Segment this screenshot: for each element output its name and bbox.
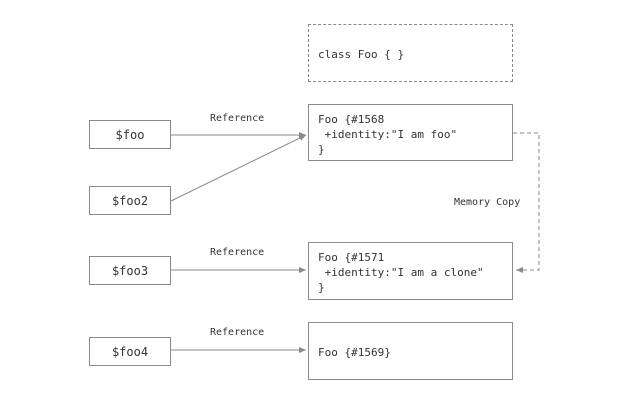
variable-foo2-label: $foo2 <box>111 194 149 208</box>
variable-foo-label: $foo <box>115 128 145 142</box>
variable-foo2-box: $foo2 <box>89 186 171 215</box>
class-foo-text: class Foo { } <box>318 48 405 61</box>
variable-foo3-label: $foo3 <box>111 264 149 278</box>
object-foo-1569-box: Foo {#1569} <box>308 322 513 380</box>
object-foo-1571-header: Foo {#1571 <box>318 251 385 264</box>
memory-copy-arrow <box>513 132 540 273</box>
reference-label-foo: Reference <box>210 113 265 124</box>
reference-label-foo3: Reference <box>210 247 265 258</box>
object-foo-1569-header: Foo {#1569} <box>318 346 391 359</box>
variable-foo-box: $foo <box>89 120 171 149</box>
reference-label-foo4: Reference <box>210 327 265 338</box>
variable-foo4-label: $foo4 <box>111 345 149 359</box>
variable-foo4-box: $foo4 <box>89 337 171 366</box>
memory-copy-label: Memory Copy <box>454 197 521 208</box>
object-foo-1568-property: +identity:"I am foo" <box>318 128 458 141</box>
object-foo-1571-close: } <box>318 281 325 294</box>
object-foo-1568-box: Foo {#1568 +identity:"I am foo" } <box>308 104 513 161</box>
object-foo-1571-box: Foo {#1571 +identity:"I am a clone" } <box>308 242 513 300</box>
object-foo-1571-property: +identity:"I am a clone" <box>318 266 484 279</box>
foo2-to-foo1568-arrow <box>170 134 307 202</box>
variable-foo3-box: $foo3 <box>89 256 171 285</box>
object-foo-1568-close: } <box>318 143 325 156</box>
class-foo-box: class Foo { } <box>308 24 513 82</box>
object-foo-1568-header: Foo {#1568 <box>318 113 385 126</box>
